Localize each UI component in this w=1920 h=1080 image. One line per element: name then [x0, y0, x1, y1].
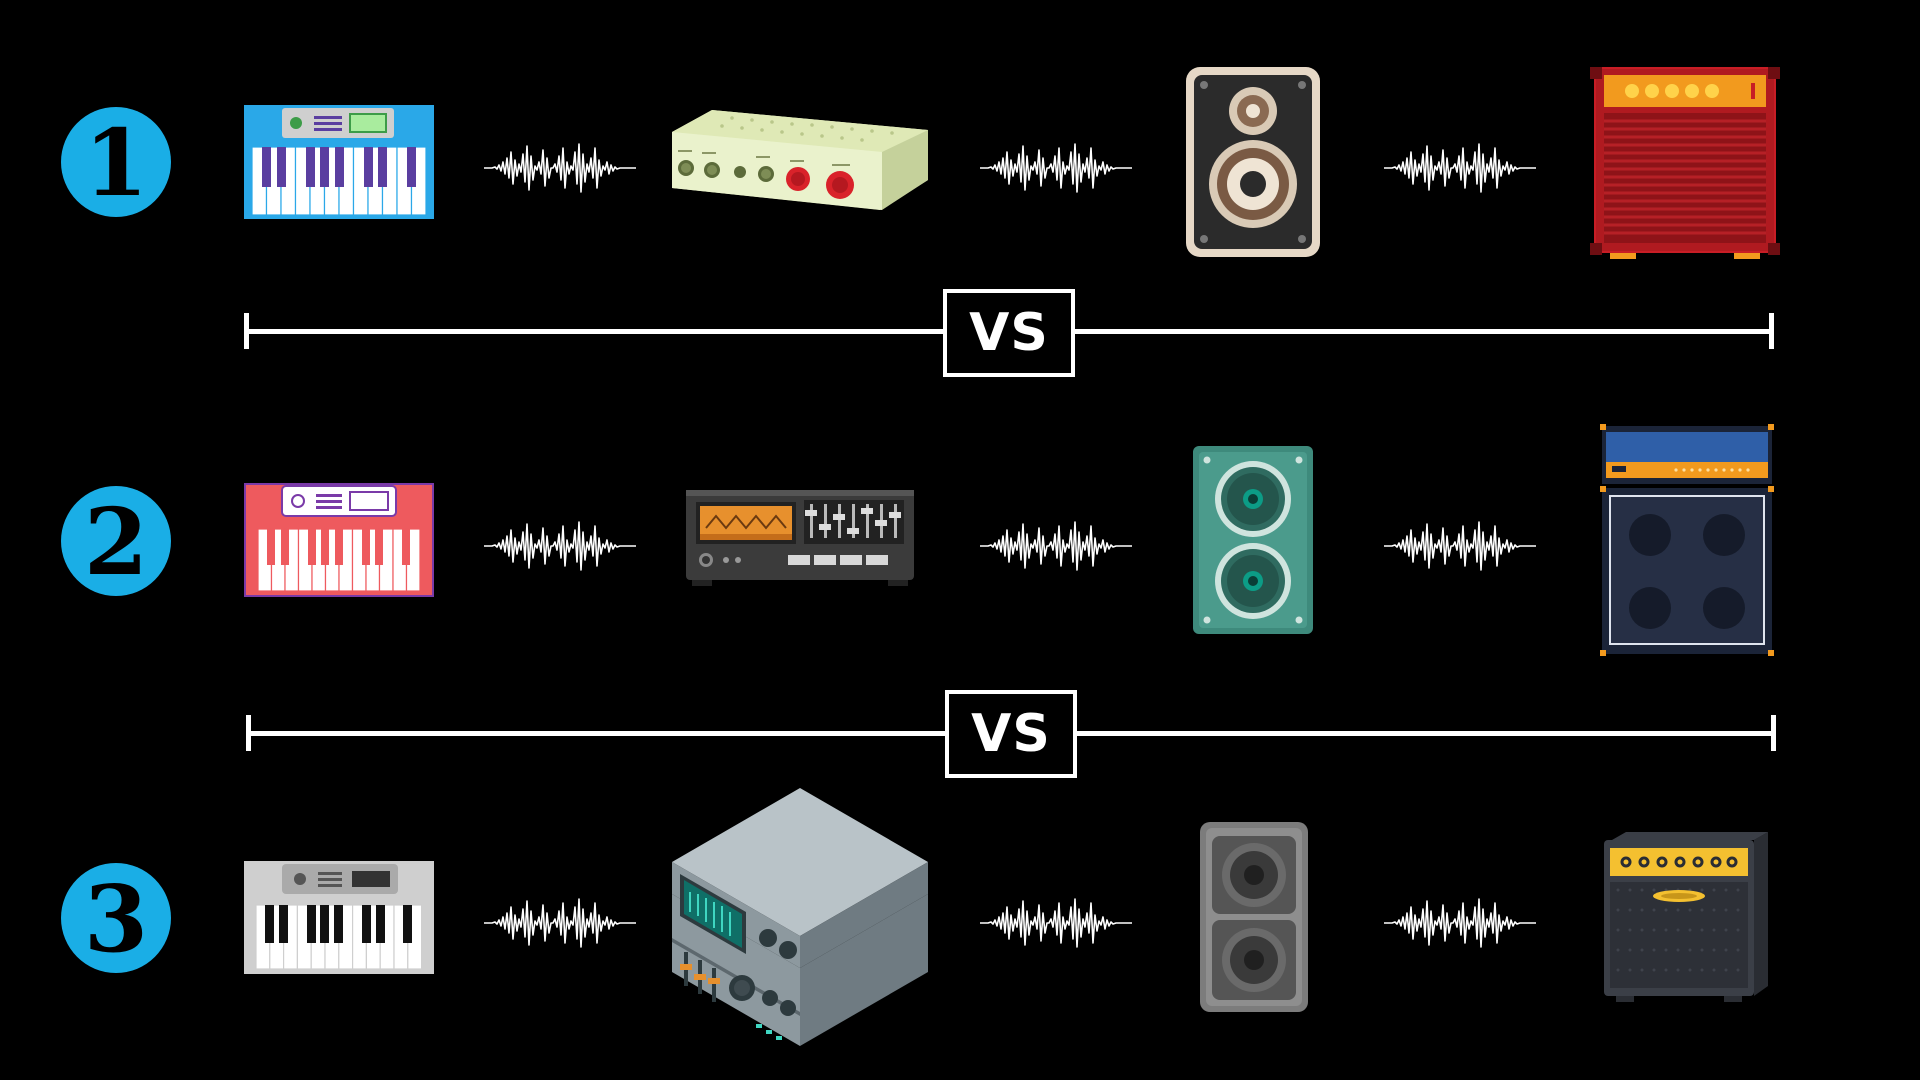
sound-wave-icon: [484, 893, 636, 953]
preamp-rack-icon: [672, 110, 928, 210]
vs-label-box: VS: [945, 690, 1077, 778]
studio-monitor-icon: [1186, 67, 1320, 257]
row-3-number-badge: 3: [61, 863, 171, 973]
row-2-number: 2: [83, 488, 148, 596]
keyboard-blue-icon: [244, 105, 434, 219]
keyboard-grey-icon: [244, 861, 434, 974]
vs-label-box: VS: [943, 289, 1075, 377]
separator-left-cap: [246, 715, 251, 751]
rack-stack-icon: [672, 788, 928, 1046]
speaker-cabinet-green-icon: [1193, 446, 1313, 634]
sound-wave-icon: [980, 516, 1132, 576]
row-1-number-badge: 1: [61, 107, 171, 217]
tape-deck-mixer-icon: [686, 490, 914, 586]
separator-right-cap: [1771, 715, 1776, 751]
separator-right-cap: [1769, 313, 1774, 349]
sound-wave-icon: [484, 138, 636, 198]
keyboard-red-icon: [244, 483, 434, 597]
amp-head-stack-icon: [1600, 424, 1774, 656]
combo-amp-black-icon: [1604, 832, 1768, 1002]
row-3-number: 3: [83, 865, 148, 973]
sound-wave-icon: [484, 516, 636, 576]
row-2-number-badge: 2: [61, 486, 171, 596]
sound-wave-icon: [1384, 138, 1536, 198]
sound-wave-icon: [1384, 893, 1536, 953]
combo-amp-red-icon: [1590, 67, 1780, 259]
speaker-cabinet-grey-icon: [1200, 822, 1308, 1012]
sound-wave-icon: [980, 893, 1132, 953]
sound-wave-icon: [980, 138, 1132, 198]
row-1-number: 1: [83, 109, 148, 217]
vs-label: VS: [971, 704, 1051, 764]
separator-left-cap: [244, 313, 249, 349]
vs-label: VS: [969, 303, 1049, 363]
sound-wave-icon: [1384, 516, 1536, 576]
